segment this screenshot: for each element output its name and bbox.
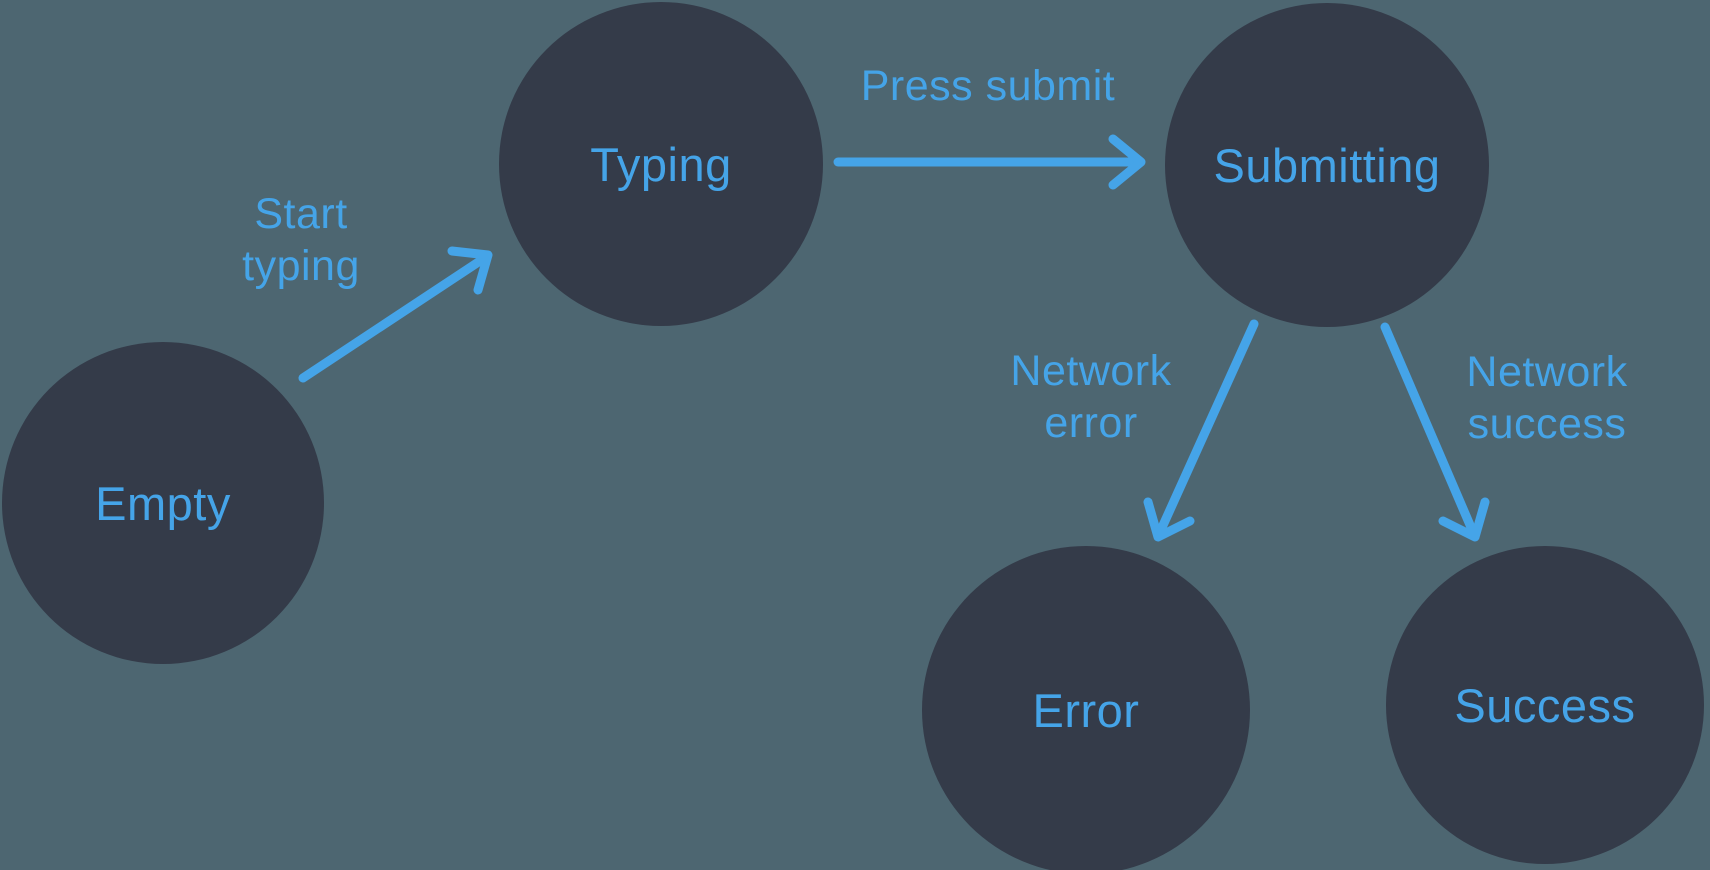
state-node-empty: Empty	[2, 342, 324, 664]
arrow-shaft	[1155, 319, 1259, 537]
arrowhead-icon	[447, 246, 493, 295]
state-node-label: Success	[1454, 678, 1636, 732]
edge-label-line: Start	[254, 190, 348, 238]
state-node-label: Error	[1032, 683, 1140, 737]
arrowhead-icon	[1108, 134, 1146, 190]
state-node-success: Success	[1386, 546, 1704, 864]
state-node-label: Typing	[590, 137, 732, 191]
edge-label-press-submit: Press submit	[861, 60, 1116, 112]
arrowhead-icon	[1438, 497, 1490, 542]
edge-label-start-typing: Start typing	[242, 188, 360, 292]
arrow-press-submit	[833, 134, 1146, 190]
edge-label-line: Network	[1010, 347, 1172, 395]
state-node-label: Submitting	[1213, 138, 1441, 192]
state-node-typing: Typing	[499, 2, 823, 326]
arrow-shaft	[1380, 322, 1478, 537]
arrowhead-icon	[1143, 497, 1195, 542]
edge-label-line: error	[1044, 399, 1138, 447]
edge-label-line: Press submit	[860, 62, 1116, 110]
state-node-error: Error	[922, 546, 1250, 870]
edge-label-network-success: Network success	[1466, 346, 1627, 450]
edge-label-line: success	[1467, 400, 1627, 448]
state-node-submitting: Submitting	[1165, 3, 1489, 327]
edge-label-network-error: Network error	[1010, 345, 1171, 449]
state-node-label: Empty	[95, 476, 231, 530]
edge-label-line: typing	[242, 242, 360, 290]
edge-label-line: Network	[1466, 348, 1628, 396]
